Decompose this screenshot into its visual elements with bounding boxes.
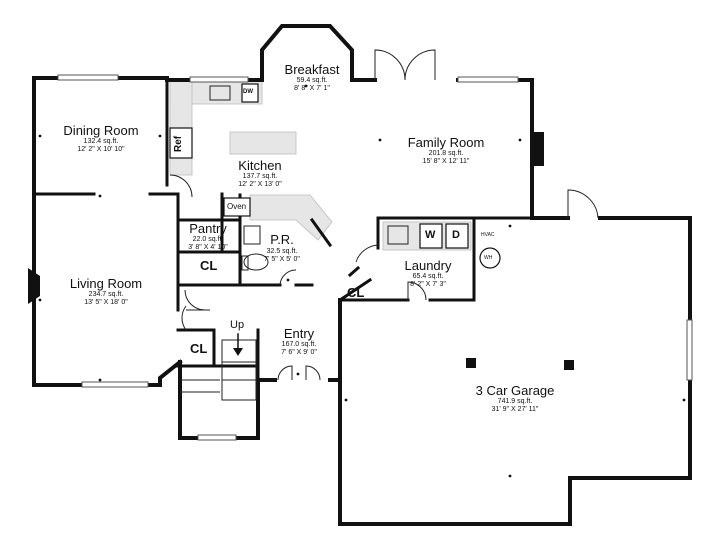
room-area: 167.0 sq.ft. [281,341,317,348]
dimension-markers [38,84,686,478]
room-living-room: Living Room 234.7 sq.ft. 13' 5" X 18' 0" [70,276,142,307]
room-name: Dining Room [63,123,139,138]
closet-label: CL [347,285,365,300]
room-area: 32.5 sq.ft. [266,248,298,255]
room-family-room: Family Room 201.8 sq.ft. 15' 8" X 12' 11… [408,135,485,166]
room-name: Laundry [404,258,452,273]
room-laundry: Laundry 65.4 sq.ft. 8' 2" X 7' 3" [405,258,452,289]
room-dimensions: 12' 2" X 13' 0" [238,181,282,188]
washer-label: W [425,229,436,241]
room-garage: 3 Car Garage 741.9 sq.ft. 31' 9" X 27' 1… [476,383,555,414]
interior-walls [32,78,534,382]
room-dimensions: 7' 5" X 5' 0" [264,256,300,263]
room-name: Pantry [189,221,227,236]
room-name: Family Room [407,135,485,150]
room-area: 201.8 sq.ft. [428,150,464,157]
hvac-label: HVAC [481,232,495,238]
garage-posts [466,358,574,370]
stairs-up-label: Up [230,319,245,331]
room-dimensions: 31' 9" X 27' 11" [491,406,539,413]
room-powder-room: P.R. [270,232,294,247]
room-dimensions: 3' 8" X 4' 10" [188,244,228,251]
water-heater-label: WH [484,255,493,261]
room-area: 22.0 sq.ft. [192,236,224,243]
closet-label: CL [190,341,208,356]
room-name: P.R. [270,232,294,247]
room-area: 137.7 sq.ft. [242,173,278,180]
room-powder-room-details: 32.5 sq.ft. 7' 5" X 5' 0" [264,248,300,264]
room-area: 234.7 sq.ft. [88,291,124,298]
room-dimensions: 13' 5" X 18' 0" [84,299,128,306]
fireplaces [28,132,544,304]
room-area: 132.4 sq.ft. [83,138,119,145]
room-dimensions: 8' 8" X 7' 1" [294,85,330,92]
exterior-walls [32,24,692,526]
room-dimensions: 12' 2" X 10' 10" [77,146,125,153]
room-name: Living Room [69,276,143,291]
room-area: 741.9 sq.ft. [497,398,533,405]
refrigerator-label: Ref [173,135,184,152]
dryer-label: D [452,229,460,241]
doors [169,49,599,381]
room-area: 59.4 sq.ft. [296,77,328,84]
room-dining-room: Dining Room 132.4 sq.ft. 12' 2" X 10' 10… [63,123,138,154]
room-dimensions: 8' 2" X 7' 3" [410,281,446,288]
room-area: 65.4 sq.ft. [412,273,444,280]
closet-label: CL [200,258,218,273]
stairs [180,333,257,401]
room-pantry: Pantry 22.0 sq.ft. 3' 8" X 4' 10" [188,221,228,252]
room-kitchen: Kitchen 137.7 sq.ft. 12' 2" X 13' 0" [238,158,281,189]
dishwasher-label: DW [243,89,253,95]
room-entry: Entry 167.0 sq.ft. 7' 6" X 9' 0" [281,326,317,357]
room-name: Kitchen [238,158,282,173]
fixtures [169,83,501,271]
room-dimensions: 7' 6" X 9' 0" [281,349,317,356]
room-dimensions: 15' 8" X 12' 11" [422,158,470,165]
room-name: Entry [283,326,315,341]
room-name: 3 Car Garage [475,383,555,398]
room-name: Breakfast [284,62,340,77]
oven-label: Oven [227,202,247,211]
room-breakfast: Breakfast 59.4 sq.ft. 8' 8" X 7' 1" [285,62,340,93]
